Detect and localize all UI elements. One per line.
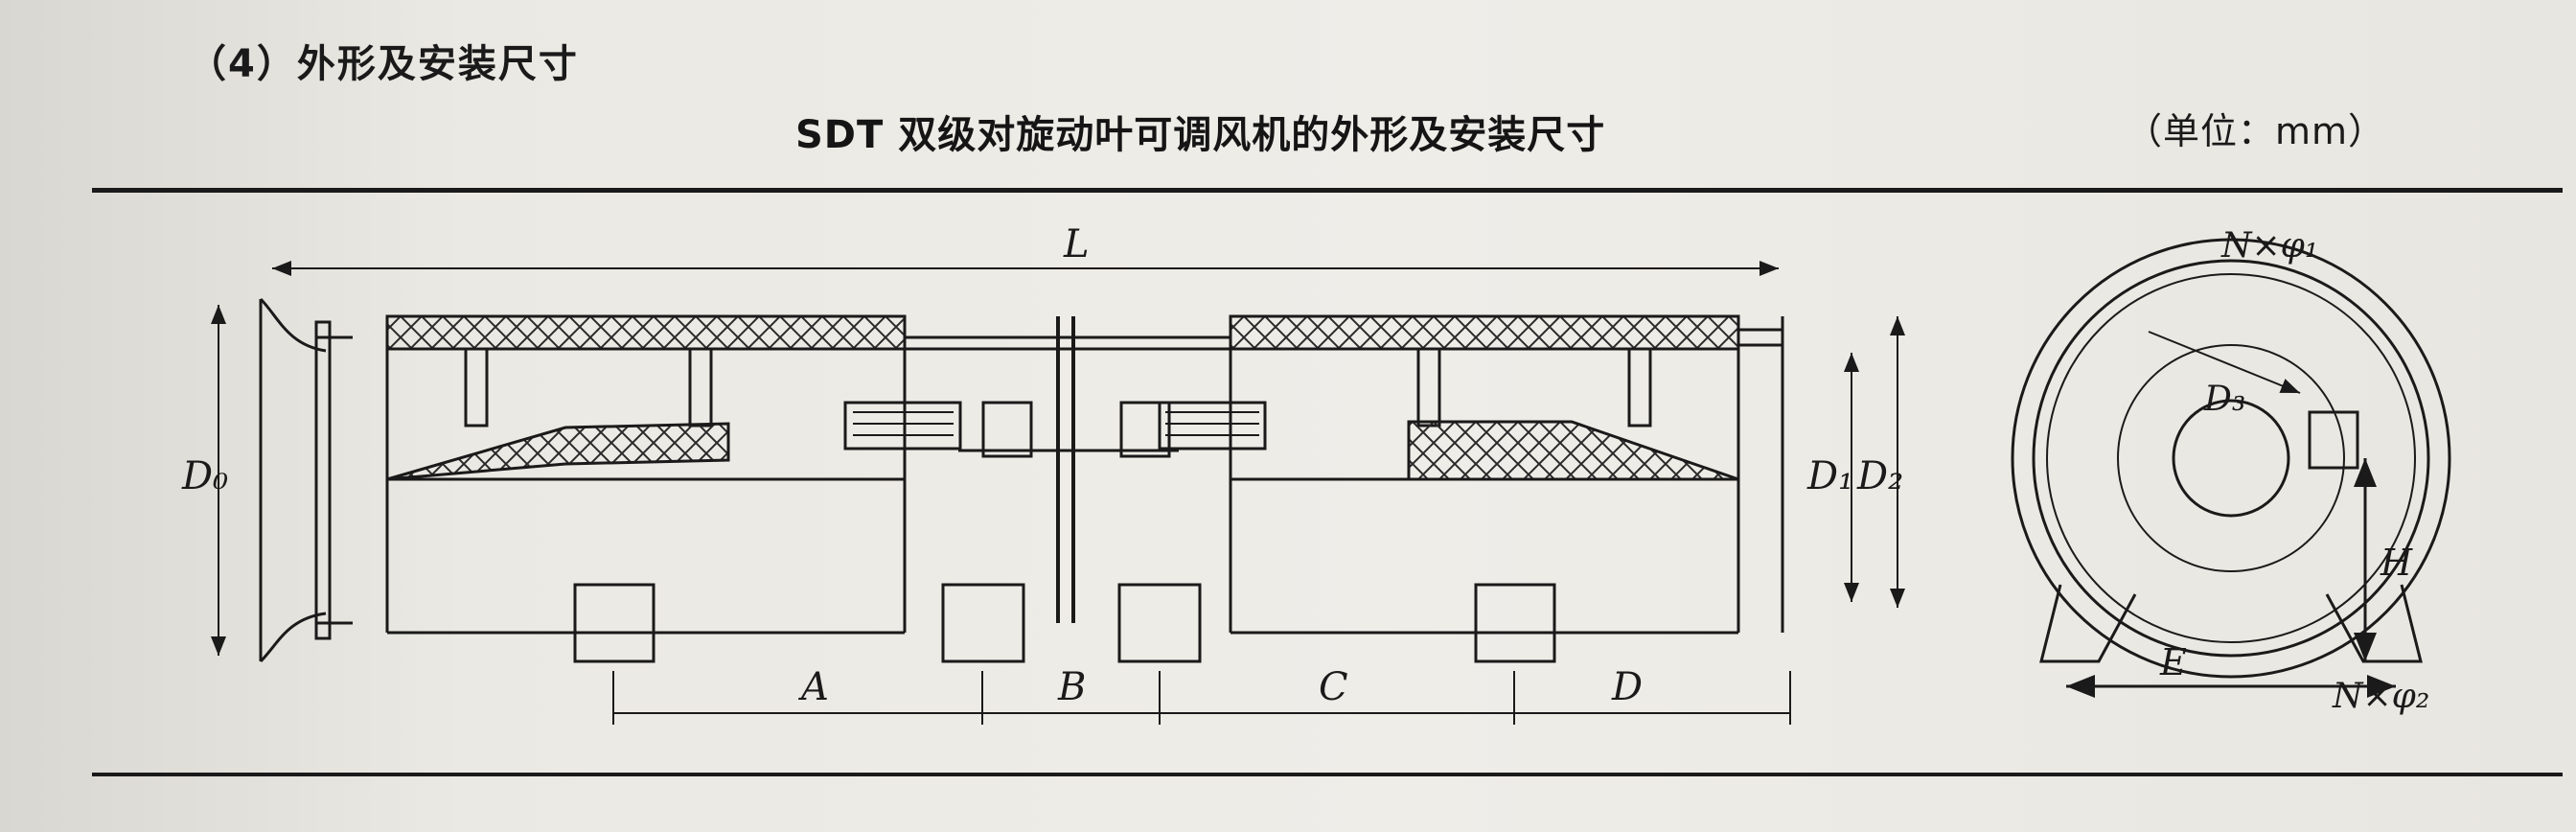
label-B: B bbox=[1057, 665, 1086, 709]
label-D2: D₂ bbox=[1856, 454, 1903, 498]
side-view bbox=[259, 297, 1784, 663]
right-casing bbox=[1229, 314, 1784, 663]
label-N-phi1: N×φ₁ bbox=[2220, 226, 2318, 266]
dimension-lines bbox=[211, 261, 1905, 725]
label-C: C bbox=[1319, 665, 1348, 709]
unit-note: （单位：mm） bbox=[2126, 110, 2386, 152]
bottom-rule bbox=[92, 773, 2563, 776]
label-D1: D₁ bbox=[1806, 454, 1853, 498]
inlet-flange bbox=[259, 297, 353, 663]
top-rule bbox=[92, 188, 2563, 193]
figure-title: SDT 双级对旋动叶可调风机的外形及安装尺寸 bbox=[795, 113, 1606, 157]
dimension-labels: L D₀ D₁ D₂ D₃ A B C D E H N×φ₁ N×φ₂ bbox=[181, 222, 2429, 716]
label-N-phi2: N×φ₂ bbox=[2332, 677, 2429, 716]
label-D3: D₃ bbox=[2203, 380, 2245, 419]
left-casing bbox=[385, 314, 907, 663]
end-view bbox=[2011, 238, 2451, 698]
section-heading: （4）外形及安装尺寸 bbox=[188, 42, 579, 86]
label-D: D bbox=[1611, 665, 1643, 709]
label-E: E bbox=[2159, 641, 2187, 683]
label-H: H bbox=[2380, 542, 2413, 584]
label-L: L bbox=[1063, 222, 1090, 266]
label-D0: D₀ bbox=[181, 454, 228, 498]
middle-section bbox=[843, 316, 1267, 663]
label-A: A bbox=[797, 665, 829, 709]
